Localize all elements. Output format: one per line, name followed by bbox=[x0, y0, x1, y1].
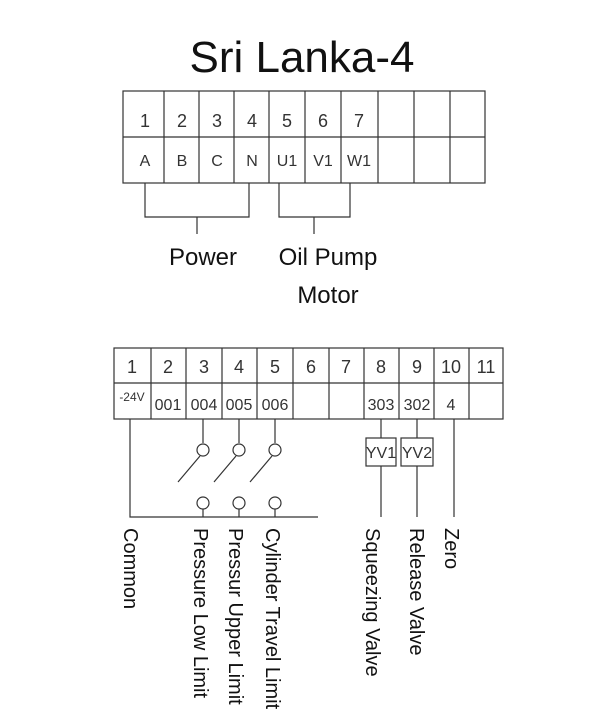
label-zero: Zero bbox=[440, 528, 462, 569]
bottom-terminal-number: 9 bbox=[412, 357, 422, 377]
label-pressure-upper-limit: Pressur Upper Limit bbox=[224, 528, 246, 705]
common-wiring bbox=[129, 419, 318, 518]
top-terminal-block: 1 2 3 4 5 6 7 A B C N U1 V1 W1 bbox=[122, 90, 486, 184]
top-terminal-number: 1 bbox=[140, 111, 150, 131]
valve-label-yv1: YV1 bbox=[366, 445, 396, 462]
valve-label-yv2: YV2 bbox=[402, 445, 432, 462]
top-terminal-number: 2 bbox=[177, 111, 187, 131]
top-terminal-number: 5 bbox=[282, 111, 292, 131]
power-label: Power bbox=[169, 244, 237, 271]
bottom-terminal-label: 004 bbox=[191, 397, 218, 414]
top-terminal-number: 7 bbox=[354, 111, 364, 131]
top-terminal-number: 3 bbox=[212, 111, 222, 131]
top-terminal-label: N bbox=[246, 153, 258, 170]
label-common: Common bbox=[119, 528, 141, 609]
bottom-terminal-number: 4 bbox=[234, 357, 244, 377]
switch-contact-icon bbox=[232, 443, 246, 457]
bottom-terminal-block: 1 2 3 4 5 6 7 8 9 10 11 -24V 001 004 005… bbox=[113, 347, 504, 420]
bottom-terminal-label: 302 bbox=[404, 397, 431, 414]
switch-lever-icon bbox=[177, 455, 201, 483]
switch-contact-icon bbox=[232, 496, 246, 510]
label-cylinder-travel-limit: Cylinder Travel Limit bbox=[261, 528, 283, 710]
top-terminal-label: V1 bbox=[313, 153, 333, 170]
switch-contact-icon bbox=[196, 496, 210, 510]
top-terminal-number: 6 bbox=[318, 111, 328, 131]
switch-lever-icon bbox=[213, 455, 237, 483]
top-terminal-number: 4 bbox=[247, 111, 257, 131]
top-terminal-label: B bbox=[177, 153, 188, 170]
common-bus-wire bbox=[129, 419, 318, 518]
switch-contact-icon bbox=[268, 496, 282, 510]
bottom-terminal-number: 6 bbox=[306, 357, 316, 377]
power-bracket bbox=[144, 183, 250, 234]
top-terminal-label: A bbox=[140, 153, 151, 170]
squeezing-valve-coil-icon bbox=[365, 437, 397, 467]
bottom-terminal-number: 2 bbox=[163, 357, 173, 377]
bottom-terminal-label: 4 bbox=[447, 397, 456, 414]
switch-contact-icon bbox=[196, 443, 210, 457]
switch-lever-icon bbox=[249, 455, 273, 483]
release-valve-coil-icon bbox=[400, 437, 434, 467]
limit-switch-pressure-low bbox=[177, 419, 210, 517]
bottom-terminal-label: -24V bbox=[119, 390, 144, 404]
top-terminal-label: W1 bbox=[347, 153, 371, 170]
label-release-valve: Release Valve bbox=[405, 528, 427, 655]
limit-switch-pressure-upper bbox=[213, 419, 246, 517]
diagram-title: Sri Lanka-4 bbox=[189, 33, 414, 82]
valve-wiring bbox=[365, 419, 455, 517]
bottom-terminal-label: 303 bbox=[368, 397, 395, 414]
label-squeezing-valve: Squeezing Valve bbox=[361, 528, 383, 677]
limit-switch-cylinder-travel bbox=[249, 419, 282, 517]
label-pressure-low-limit: Pressure Low Limit bbox=[189, 528, 211, 699]
bottom-terminal-number: 8 bbox=[376, 357, 386, 377]
oil-pump-label: Oil Pump bbox=[279, 244, 378, 271]
bottom-terminal-label: 005 bbox=[226, 397, 253, 414]
top-terminal-label: U1 bbox=[277, 153, 298, 170]
bottom-terminal-number: 5 bbox=[270, 357, 280, 377]
top-terminal-label: C bbox=[211, 153, 223, 170]
bottom-terminal-number: 11 bbox=[477, 357, 496, 377]
bottom-terminal-label: 006 bbox=[262, 397, 289, 414]
bottom-terminal-label: 001 bbox=[155, 397, 182, 414]
bottom-terminal-number: 7 bbox=[341, 357, 351, 377]
motor-label: Motor bbox=[297, 282, 358, 309]
bottom-terminal-number: 3 bbox=[199, 357, 209, 377]
bottom-terminal-number: 10 bbox=[441, 357, 461, 377]
switch-contact-icon bbox=[268, 443, 282, 457]
oil-pump-bracket bbox=[278, 183, 351, 234]
bottom-terminal-number: 1 bbox=[127, 357, 137, 377]
